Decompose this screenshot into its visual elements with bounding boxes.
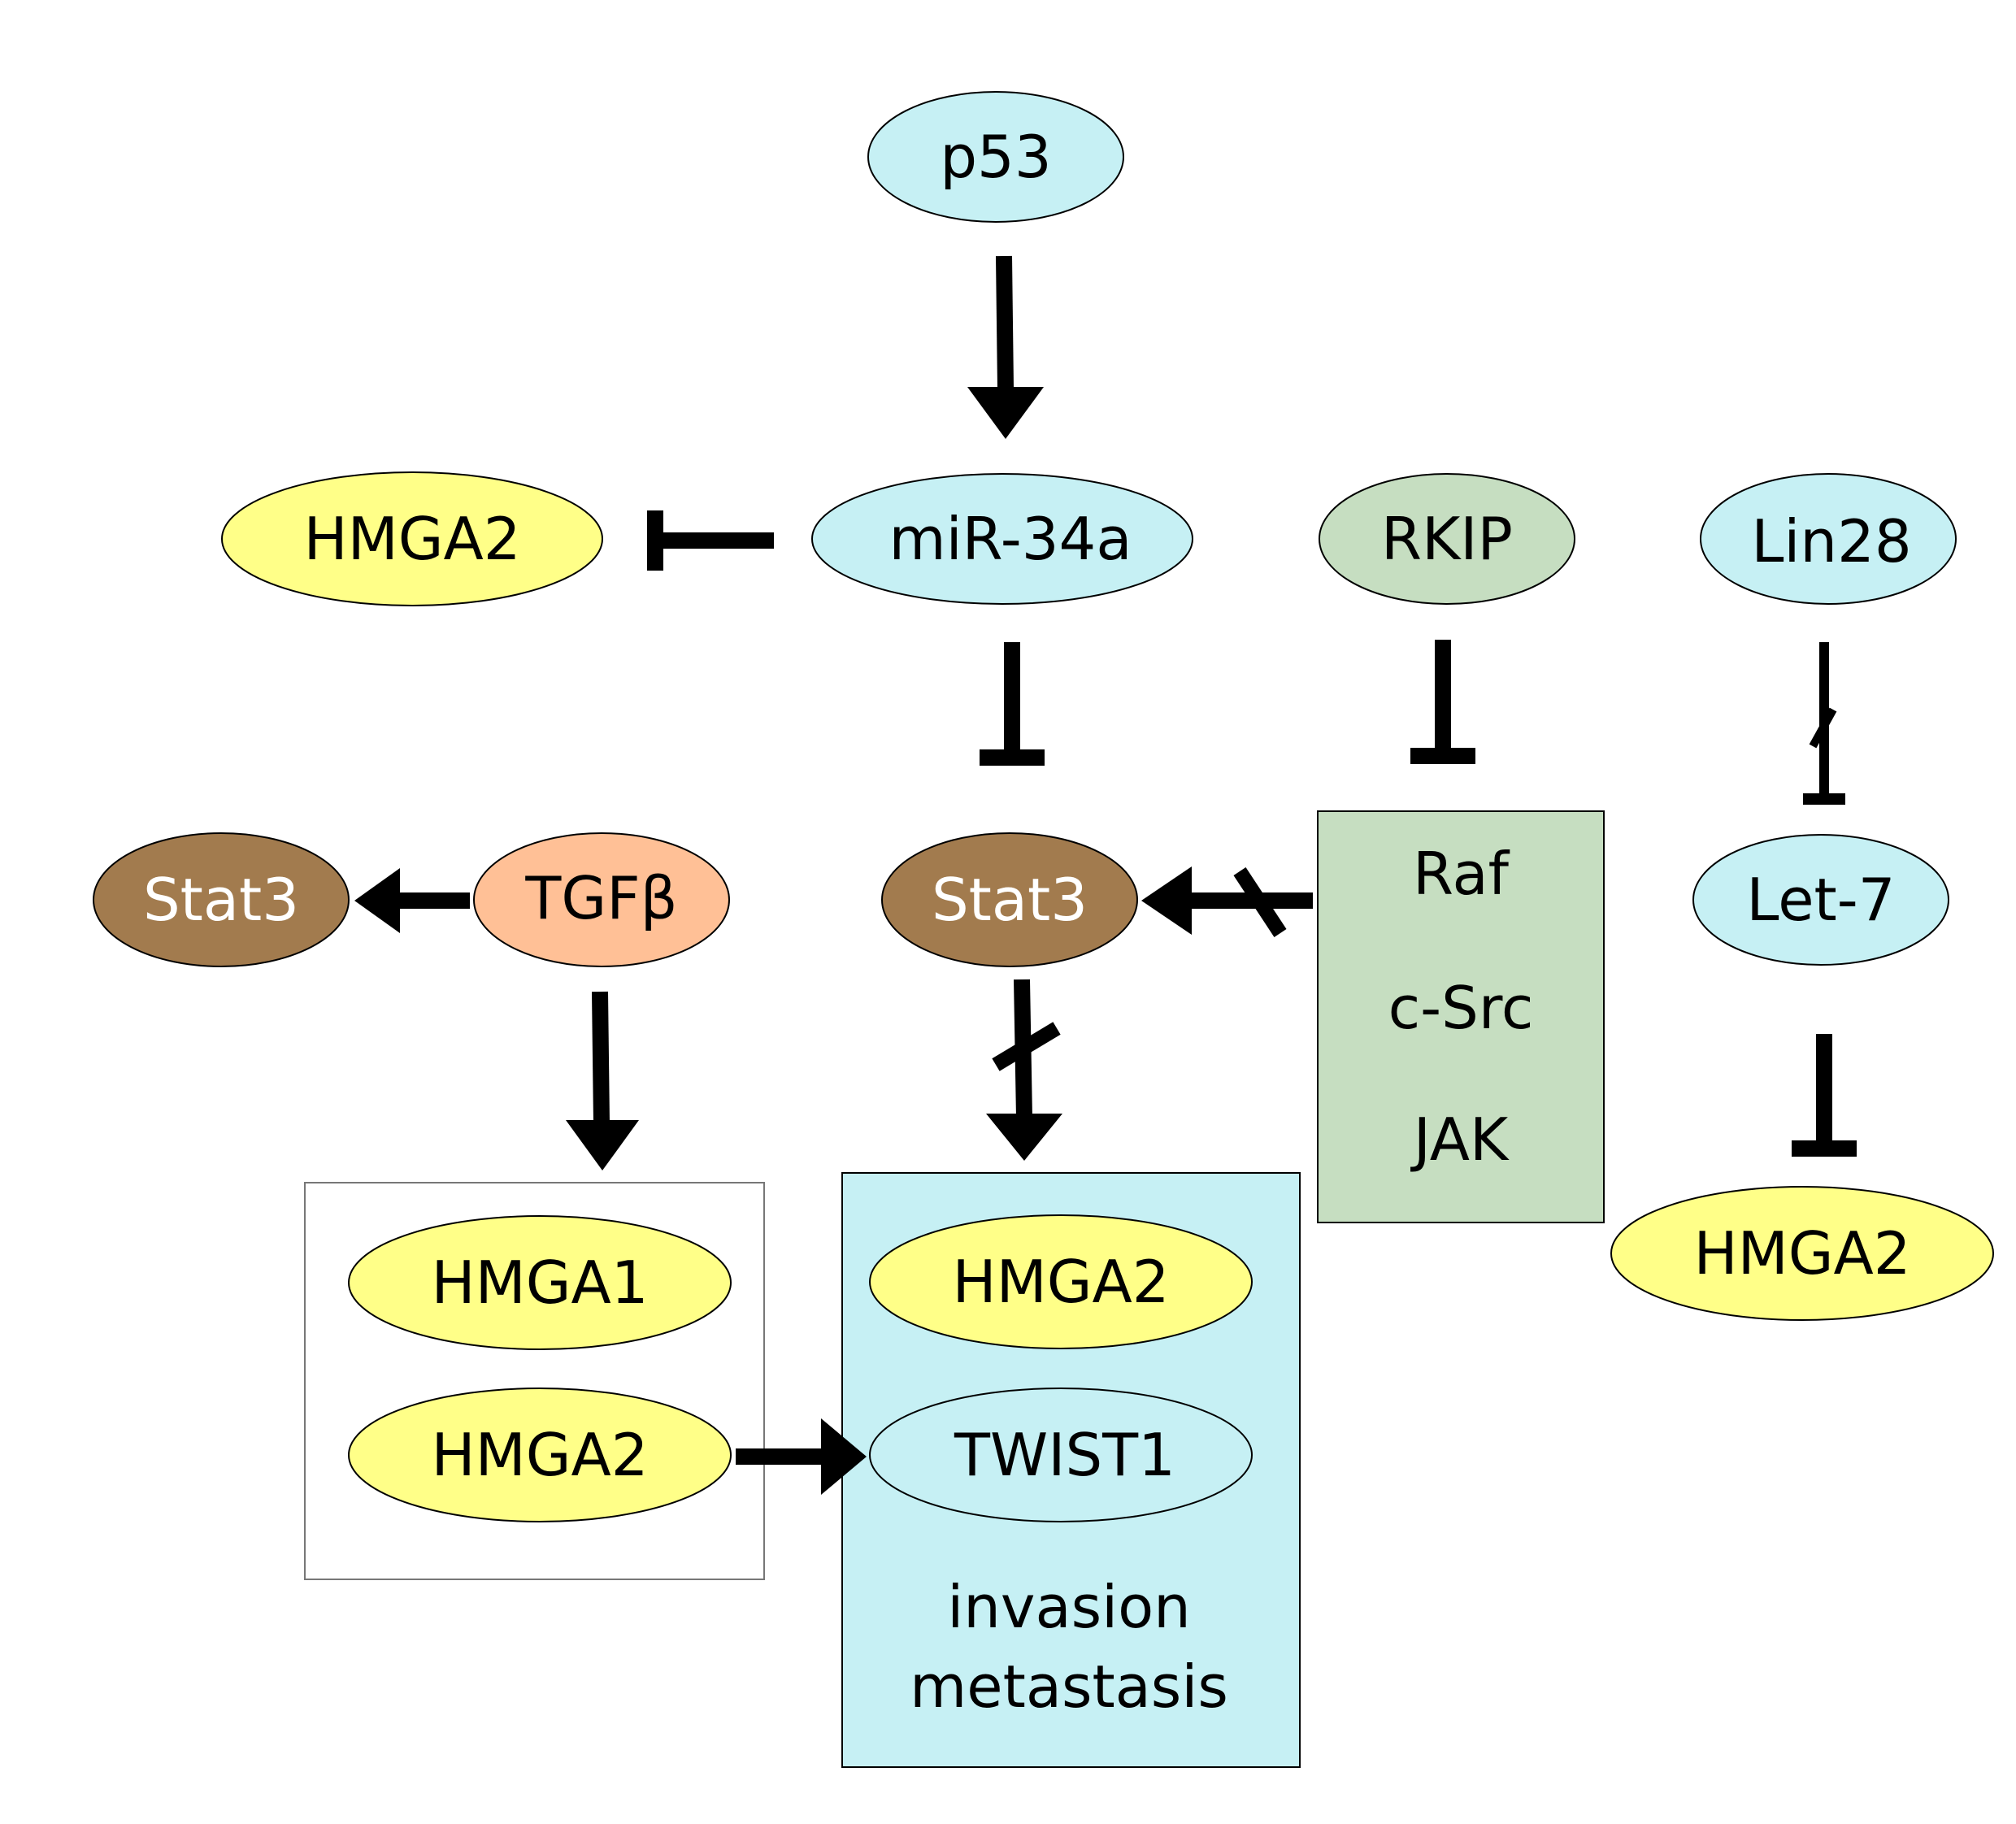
outcome-metastasis-label: metastasis [910,1652,1228,1721]
node-tgfb: TGFβ [473,832,730,967]
node-let7-label: Let-7 [1746,866,1895,934]
edge-mir34a-inhibits-hmga2 [647,510,774,571]
node-twist1-label: TWIST1 [954,1421,1175,1489]
node-p53: p53 [867,91,1124,223]
block-mark [1233,867,1287,937]
node-hmga2-left-label: HMGA2 [303,505,520,573]
edge-tgfb-activates-hmga [566,991,639,1170]
outcome-invasion-label: invasion [947,1573,1191,1641]
node-stat3-left-label: Stat3 [143,866,299,934]
kinase-box [1317,810,1605,1223]
block-mark [1809,707,1837,749]
node-hmga1-box-label: HMGA1 [431,1249,648,1317]
node-rkip: RKIP [1319,473,1575,605]
node-hmga2-box: HMGA2 [348,1388,732,1522]
node-hmga2-target-label: HMGA2 [952,1248,1169,1316]
node-tgfb-label: TGFβ [524,864,677,932]
node-hmga2-left: HMGA2 [221,471,603,606]
node-rkip-label: RKIP [1381,505,1513,573]
node-hmga1-box: HMGA1 [348,1215,732,1350]
node-lin28-label: Lin28 [1751,507,1911,575]
block-mark [992,1022,1061,1071]
node-p53-label: p53 [940,123,1051,191]
kinase-csrc-label: c-Src [1388,974,1534,1042]
edge-hmga2-activates-twist1 [736,1418,867,1495]
edge-let7-inhibits-hmga2 [1792,1034,1857,1157]
node-let7: Let-7 [1692,834,1949,966]
edge-stat3-activates-targets [986,979,1062,1161]
node-hmga2-target: HMGA2 [869,1214,1253,1349]
edge-mir34a-inhibits-stat3 [980,642,1045,766]
edge-lin28-inhibits-let7 [1803,642,1845,805]
node-hmga2-right-label: HMGA2 [1693,1219,1910,1288]
kinase-raf-label: Raf [1413,840,1510,908]
node-lin28: Lin28 [1700,473,1957,605]
node-hmga2-box-label: HMGA2 [431,1421,648,1489]
edge-kinases-activate-stat3 [1141,866,1313,937]
node-stat3-center-label: Stat3 [932,866,1088,934]
node-mir34a-label: miR-34a [889,505,1132,573]
edge-rkip-inhibits-kinases [1410,640,1475,764]
edge-tgfb-activates-stat3 [354,868,470,933]
node-twist1: TWIST1 [869,1388,1253,1522]
node-mir34a: miR-34a [811,473,1193,605]
edge-p53-activates-mir34a [967,255,1044,439]
node-stat3-center: Stat3 [881,832,1138,967]
node-stat3-left: Stat3 [93,832,350,967]
node-hmga2-right: HMGA2 [1610,1186,1994,1321]
kinase-jak-label: JAK [1410,1105,1510,1174]
